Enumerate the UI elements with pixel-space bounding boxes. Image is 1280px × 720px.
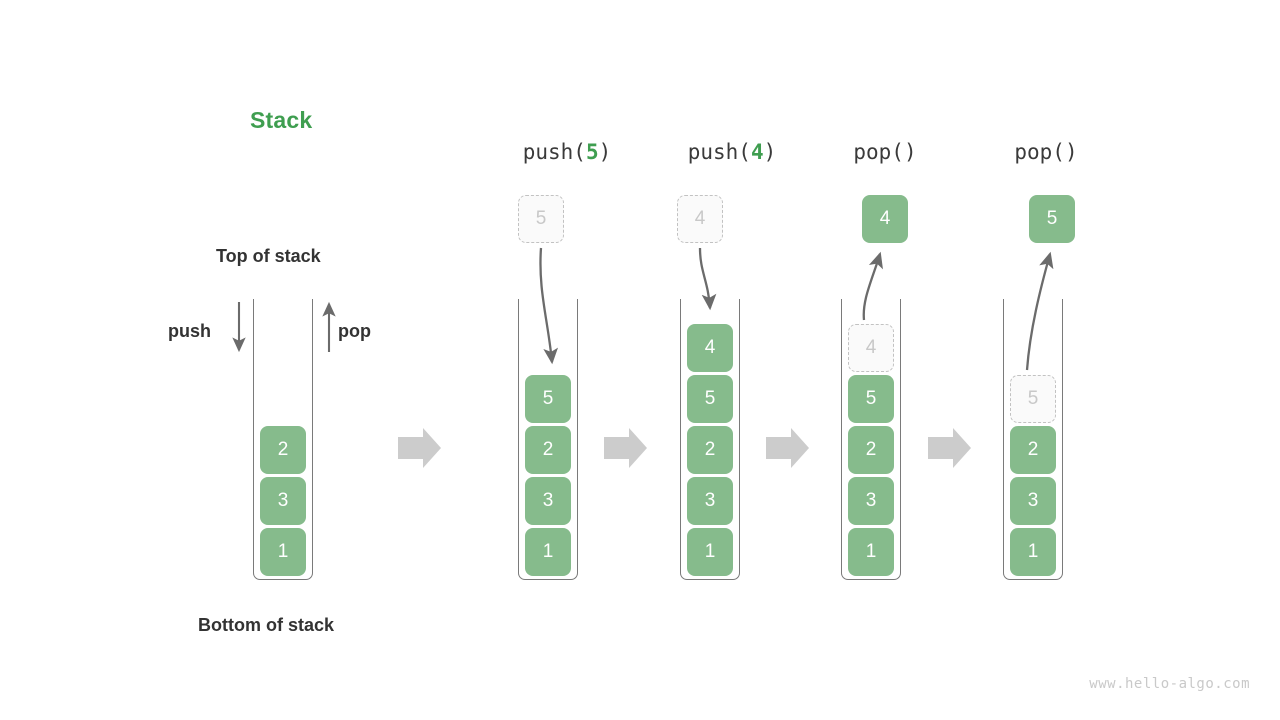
- bottom-of-stack-label: Bottom of stack: [198, 615, 335, 635]
- stack-cells: 1 3 2: [253, 426, 313, 576]
- op-suffix: ): [763, 140, 777, 164]
- stack-cell: 5: [525, 375, 571, 423]
- stack-cell: 2: [260, 426, 306, 474]
- op-label-pop-2: pop(): [1014, 140, 1077, 164]
- stack-cell: 5: [848, 375, 894, 423]
- stack-cell: 3: [848, 477, 894, 525]
- flow-arrow-4: [928, 428, 971, 468]
- stack-cell: 1: [525, 528, 571, 576]
- op-label-pop-1: pop(): [853, 140, 916, 164]
- stack-cell: 2: [525, 426, 571, 474]
- op-suffix: ): [598, 140, 612, 164]
- diagram-title: Stack: [250, 107, 313, 133]
- flow-arrow-2: [604, 428, 647, 468]
- float-box-pop-4: 4: [862, 195, 908, 243]
- op-label-push-5: push(5): [523, 140, 612, 164]
- flow-arrow-1: [398, 428, 441, 468]
- stack-cell-ghost: 4: [848, 324, 894, 372]
- op-suffix: ): [1064, 140, 1078, 164]
- stack-cell: 2: [1010, 426, 1056, 474]
- op-arg: 5: [585, 140, 599, 164]
- watermark: www.hello-algo.com: [1089, 676, 1250, 692]
- stack-cell: 3: [260, 477, 306, 525]
- op-suffix: ): [903, 140, 917, 164]
- stack-initial: 1 3 2: [253, 299, 313, 580]
- float-box-push-4: 4: [677, 195, 723, 243]
- stack-cell: 3: [1010, 477, 1056, 525]
- push-label: push: [168, 321, 211, 341]
- stack-cell: 3: [525, 477, 571, 525]
- stack-cells: 1 3 2 5: [1003, 375, 1063, 576]
- stack-cells: 1 3 2 5: [518, 375, 578, 576]
- float-box-pop-5: 5: [1029, 195, 1075, 243]
- top-of-stack-label: Top of stack: [216, 246, 321, 266]
- stack-pop-5: 1 3 2 5: [1003, 299, 1063, 580]
- stack-cell: 5: [687, 375, 733, 423]
- op-prefix: push(: [687, 140, 751, 164]
- stack-cells: 1 3 2 5 4: [841, 324, 901, 576]
- stack-cell: 2: [687, 426, 733, 474]
- op-prefix: push(: [522, 140, 586, 164]
- stack-cell: 2: [848, 426, 894, 474]
- float-box-push-5: 5: [518, 195, 564, 243]
- pop-label: pop: [338, 321, 371, 341]
- stack-cell: 4: [687, 324, 733, 372]
- op-prefix: pop(: [853, 140, 904, 164]
- stack-cells: 1 3 2 5 4: [680, 324, 740, 576]
- stack-cell: 3: [687, 477, 733, 525]
- stack-cell: 1: [687, 528, 733, 576]
- op-prefix: pop(: [1014, 140, 1065, 164]
- stack-cell: 1: [260, 528, 306, 576]
- op-label-push-4: push(4): [688, 140, 777, 164]
- stack-push-5: 1 3 2 5: [518, 299, 578, 580]
- op-arg: 4: [750, 140, 764, 164]
- flow-arrow-3: [766, 428, 809, 468]
- stack-cell-ghost: 5: [1010, 375, 1056, 423]
- stack-cell: 1: [848, 528, 894, 576]
- stack-pop-4: 1 3 2 5 4: [841, 299, 901, 580]
- stack-cell: 1: [1010, 528, 1056, 576]
- stack-push-4: 1 3 2 5 4: [680, 299, 740, 580]
